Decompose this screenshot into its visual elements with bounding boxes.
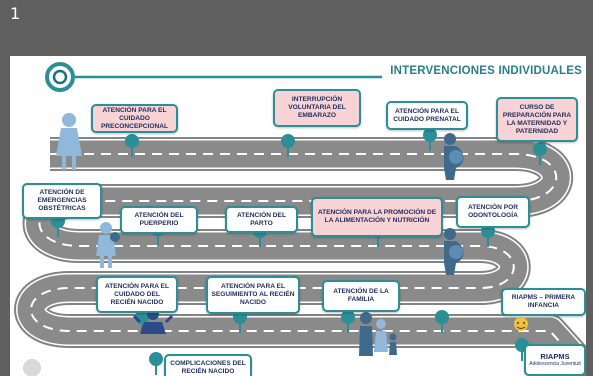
- label-familia: ATENCIÓN DE LA FAMILIA: [322, 280, 400, 312]
- mother-with-baby-icon: [96, 222, 120, 268]
- family-icon: [359, 312, 397, 356]
- label-nutricion: ATENCIÓN PARA LA PROMOCIÓN DE LA ALIMENT…: [311, 197, 443, 237]
- map-pin-icon: [149, 352, 163, 375]
- label-text: ATENCIÓN PARA LA PROMOCIÓN DE LA ALIMENT…: [317, 209, 437, 224]
- map-pin-icon: [435, 310, 449, 333]
- road-center-line: [30, 153, 586, 373]
- woman-icon: [56, 113, 82, 170]
- label-prenatal: ATENCIÓN PARA EL CUIDADO PRENATAL: [386, 101, 468, 130]
- pregnant-woman-icon: [444, 133, 464, 180]
- label-text: ATENCIÓN PARA EL CUIDADO PRENATAL: [393, 107, 461, 123]
- label-text: ATENCIÓN DE LA FAMILIA: [333, 288, 389, 303]
- label-text: ATENCIÓN PARA EL CUIDADO DEL RECIÉN NACI…: [105, 282, 169, 306]
- label-text: ATENCIÓN DEL PUERPERIO: [134, 212, 184, 227]
- label-recien-nacido: ATENCIÓN PARA EL CUIDADO DEL RECIÉN NACI…: [96, 276, 178, 313]
- label-parto: ATENCIÓN DEL PARTO: [225, 206, 298, 233]
- label-text: ATENCIÓN DE EMERGENCIAS OBSTÉTRICAS: [37, 189, 87, 212]
- label-text: ATENCIÓN POR ODONTOLOGÍA: [467, 204, 519, 219]
- slide: INTERVENCIONES INDIVIDUALES ATENCIÓN PAR…: [10, 56, 586, 376]
- label-riapms-adolescencia: RIAPMS Adolescencia Juventud: [524, 344, 586, 376]
- label-emergencias: ATENCIÓN DE EMERGENCIAS OBSTÉTRICAS: [22, 183, 102, 219]
- infant-face-icon: [514, 317, 528, 331]
- label-odontologia: ATENCIÓN POR ODONTOLOGÍA: [456, 196, 530, 228]
- label-riapms-infancia: RIAPMS – PRIMERA INFANCIA: [501, 288, 586, 316]
- road-start-icon: [45, 62, 382, 92]
- pregnant-woman-icon: [444, 228, 464, 275]
- label-text: RIAPMS: [540, 352, 570, 361]
- label-text: COMPLICACIONES DEL RECIÉN NACIDO: [170, 360, 246, 375]
- map-pin-icon: [125, 134, 139, 157]
- map-pin-icon: [533, 142, 547, 165]
- map-pin-icon: [341, 310, 355, 333]
- slide-number: 1: [10, 4, 21, 23]
- label-text: CURSO DE PREPARACIÓN PARA LA MATERNIDAD …: [502, 103, 572, 135]
- label-complicaciones: COMPLICACIONES DEL RECIÉN NACIDO: [164, 354, 252, 376]
- map-pin-icon: [281, 134, 295, 157]
- label-preparacion: CURSO DE PREPARACIÓN PARA LA MATERNIDAD …: [496, 97, 578, 142]
- label-text: ATENCIÓN DEL PARTO: [237, 211, 286, 227]
- map-pin-icon: [423, 128, 437, 151]
- label-preconcepcional: ATENCIÓN PARA EL CUIDADO PRECONCEPCIONAL: [91, 104, 178, 133]
- label-seguimiento: ATENCIÓN PARA EL SEGUIMIENTO AL RECIÉN N…: [206, 276, 300, 314]
- decorative-circle: [23, 359, 41, 376]
- label-ive: INTERRUPCIÓN VOLUNTARIA DEL EMBARAZO: [273, 89, 361, 127]
- label-text: ATENCIÓN PARA EL CUIDADO PRECONCEPCIONAL: [100, 106, 169, 130]
- label-subtext: Adolescencia Juventud: [529, 361, 581, 367]
- label-text: INTERRUPCIÓN VOLUNTARIA DEL EMBARAZO: [288, 96, 346, 119]
- label-puerperio: ATENCIÓN DEL PUERPERIO: [120, 206, 198, 234]
- label-text: ATENCIÓN PARA EL SEGUIMIENTO AL RECIÉN N…: [211, 283, 295, 306]
- section-title: INTERVENCIONES INDIVIDUALES: [390, 65, 582, 77]
- label-text: RIAPMS – PRIMERA INFANCIA: [511, 294, 576, 309]
